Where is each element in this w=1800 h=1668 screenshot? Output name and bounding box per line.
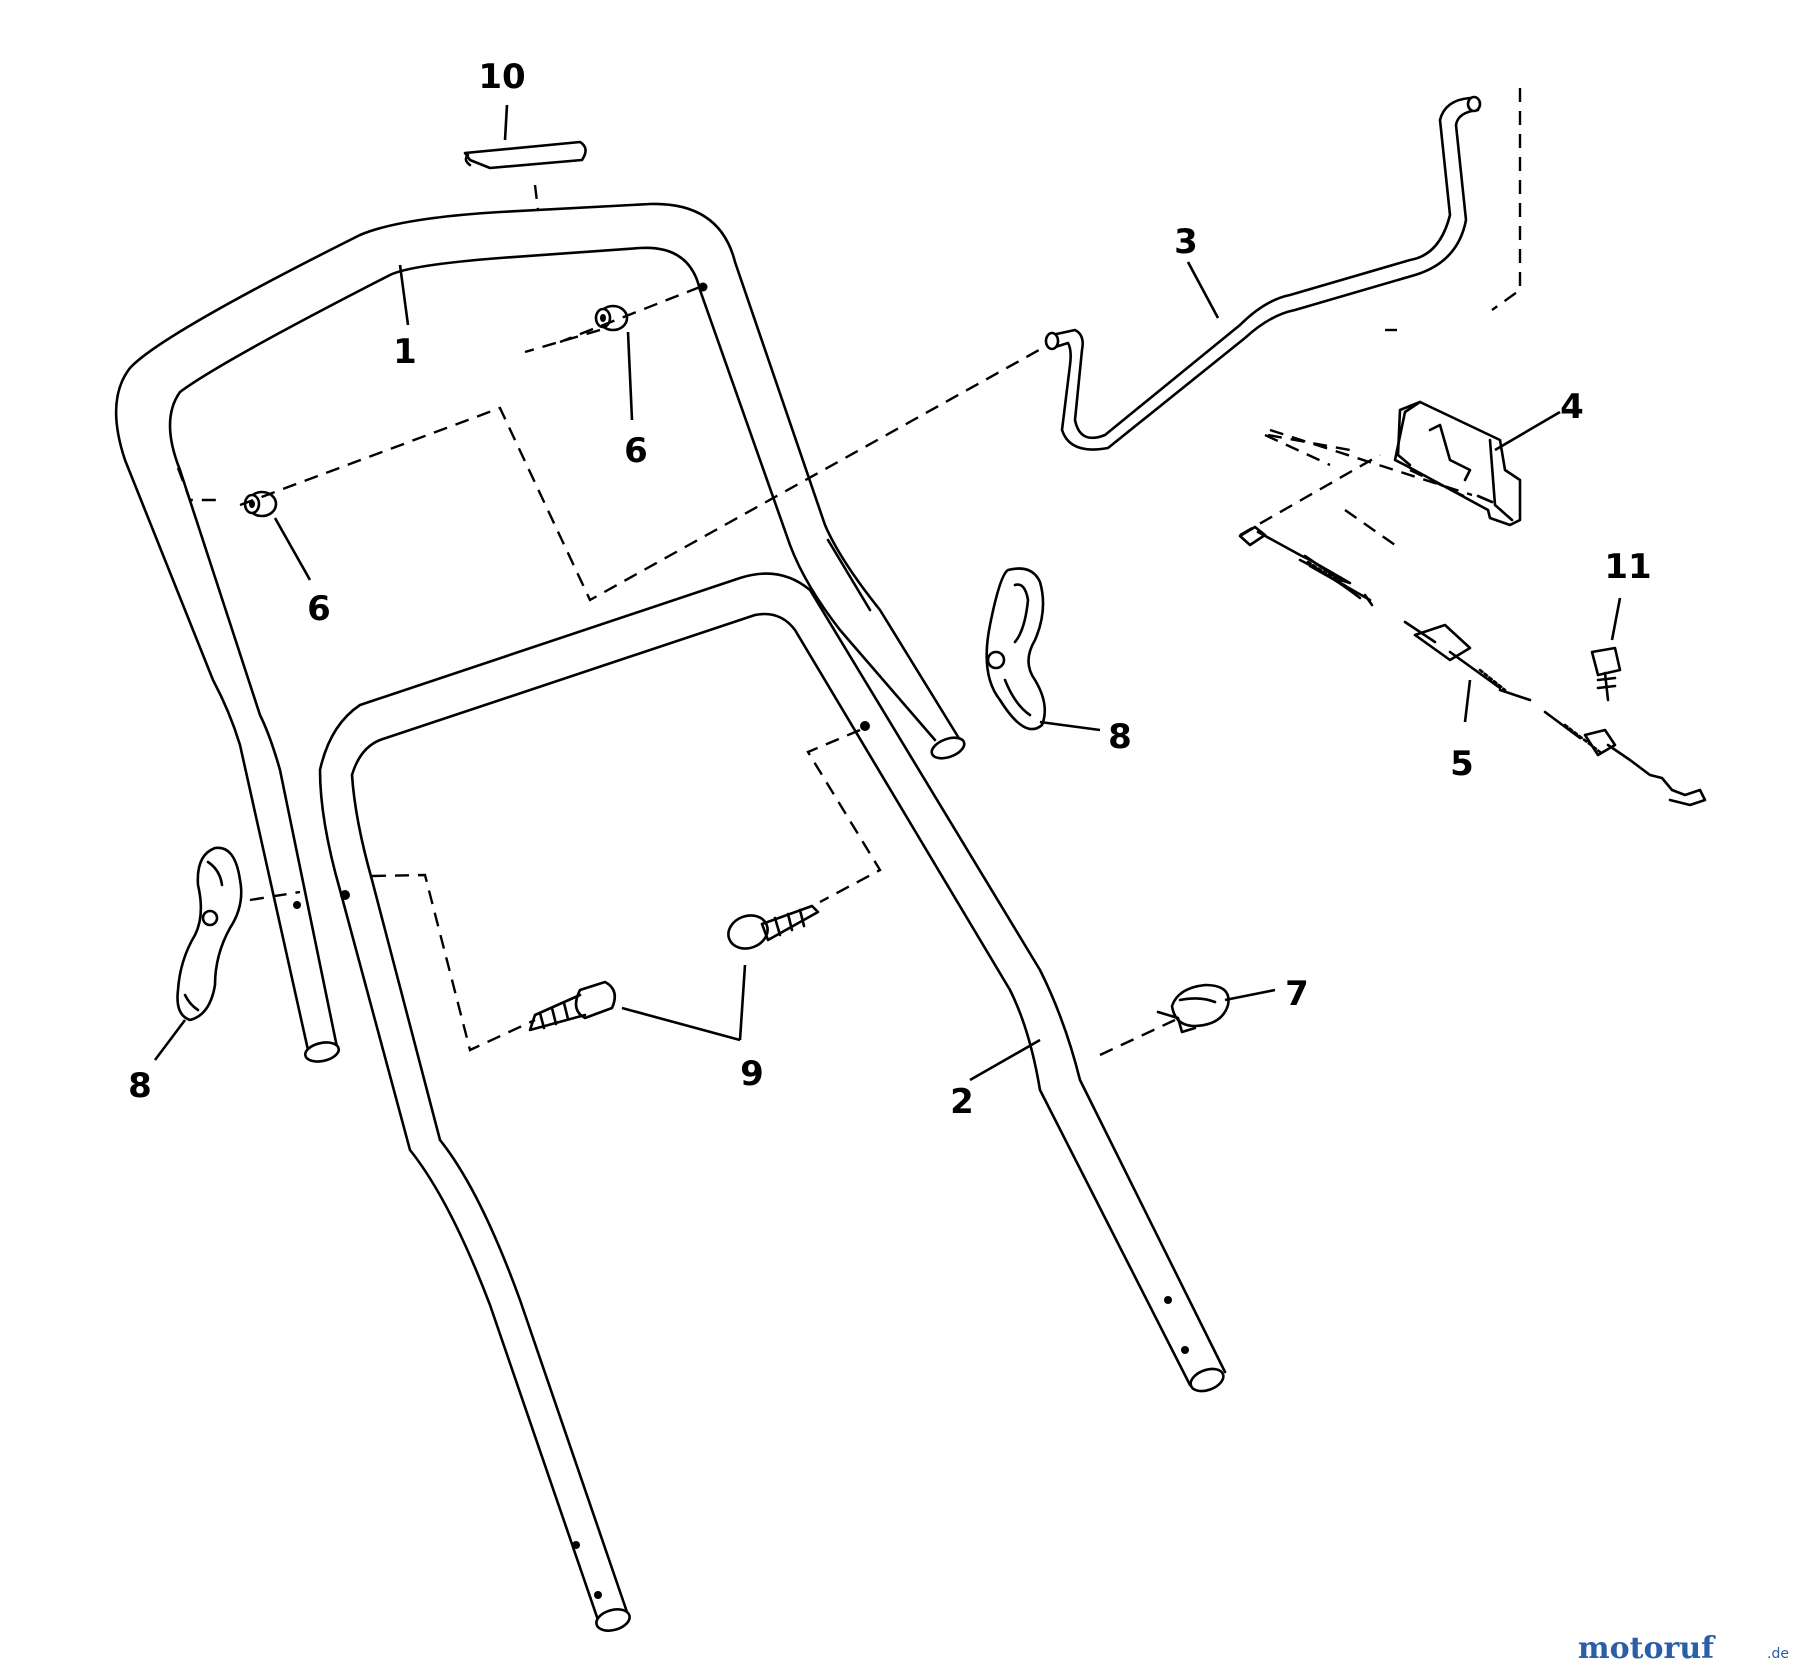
callout-5: 5 (1450, 744, 1474, 784)
callout-6-upper: 6 (624, 431, 648, 471)
cable-assembly (1238, 525, 1707, 807)
upper-handle (114, 202, 966, 1063)
assembly-lines (176, 88, 1522, 1057)
carriage-bolt-lower (528, 980, 617, 1032)
cable-bracket (1393, 400, 1522, 527)
wing-knob-right (985, 567, 1047, 731)
callout-3: 3 (1174, 222, 1198, 262)
callout-4: 4 (1560, 387, 1584, 427)
callouts: 10 1 3 4 6 6 11 8 5 7 8 9 2 (128, 57, 1652, 1122)
watermark-logo: motoruf .de (1578, 1631, 1789, 1666)
callout-7: 7 (1285, 974, 1309, 1014)
control-rod (1044, 95, 1482, 451)
callout-8-right: 8 (1108, 717, 1132, 757)
watermark-brand: motoruf (1578, 1631, 1716, 1666)
bushing-upper (594, 304, 629, 332)
lower-handle (318, 572, 1227, 1632)
handle-grip (463, 140, 587, 170)
cable-clip (1156, 983, 1230, 1034)
callout-2: 2 (950, 1082, 974, 1122)
wing-knob-left (176, 846, 243, 1022)
callout-10: 10 (478, 57, 525, 97)
callout-8-left: 8 (128, 1066, 152, 1106)
watermark-suffix: .de (1767, 1646, 1789, 1662)
carriage-bolt-upper (727, 904, 820, 950)
callout-1: 1 (393, 332, 417, 372)
callout-11: 11 (1604, 547, 1651, 587)
leader-lines (153, 104, 1622, 1082)
bushing-lower (243, 490, 278, 518)
callout-9: 9 (740, 1054, 764, 1094)
callout-6-lower: 6 (307, 589, 331, 629)
hex-bolt (1590, 646, 1622, 702)
